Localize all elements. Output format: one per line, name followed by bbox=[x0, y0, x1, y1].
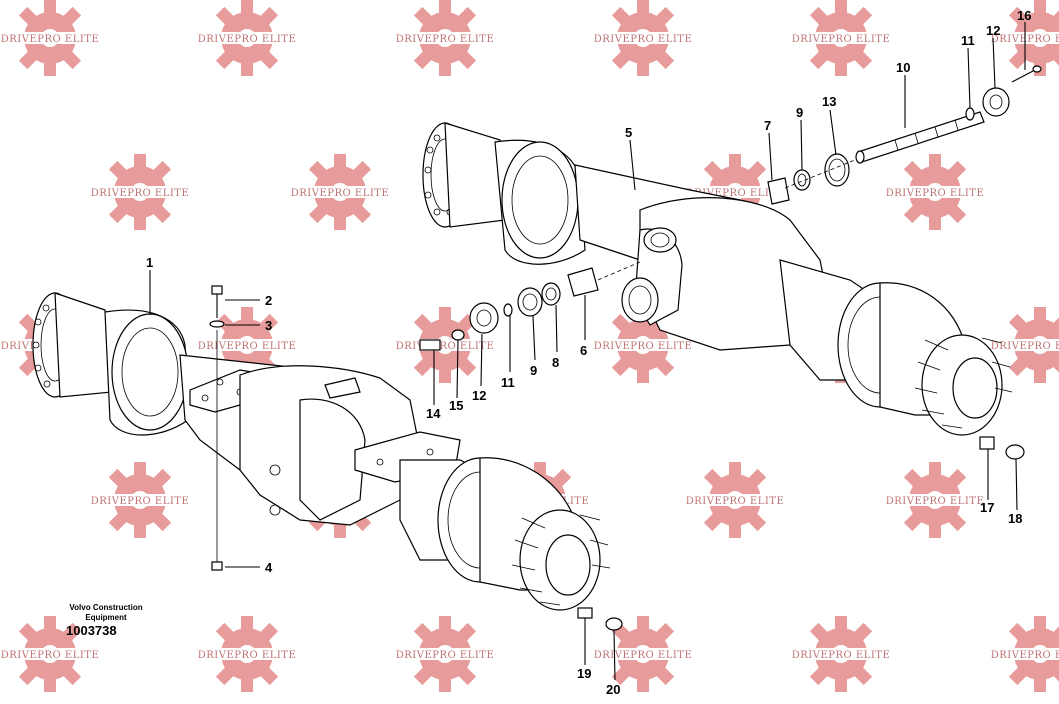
callout-8: 8 bbox=[552, 355, 559, 370]
watermark-gear-icon: DRIVEPRO ELITE bbox=[197, 307, 297, 383]
watermark-text: DRIVEPRO ELITE bbox=[396, 650, 495, 661]
callout-16: 16 bbox=[1017, 8, 1031, 23]
watermark-gear-icon: DRIVEPRO ELITE bbox=[791, 0, 891, 76]
watermark-gear-icon: DRIVEPRO ELITE bbox=[90, 154, 190, 230]
watermark-text: DRIVEPRO ELITE bbox=[1, 34, 100, 45]
watermark-gear-icon: DRIVEPRO ELITE bbox=[395, 307, 495, 383]
watermark-gear-icon: DRIVEPRO ELITE bbox=[685, 154, 785, 230]
watermark-gear-icon: DRIVEPRO ELITE bbox=[990, 616, 1059, 692]
callout-15: 15 bbox=[449, 398, 463, 413]
callout-12-lower: 12 bbox=[472, 388, 486, 403]
callout-19: 19 bbox=[577, 666, 591, 681]
callout-9-upper: 9 bbox=[796, 105, 803, 120]
callout-18: 18 bbox=[1008, 511, 1022, 526]
callout-11-lower: 11 bbox=[501, 375, 515, 390]
watermark-gear-icon: DRIVEPRO ELITE bbox=[593, 0, 693, 76]
watermark-text: DRIVEPRO ELITE bbox=[198, 341, 297, 352]
watermark-text: DRIVEPRO ELITE bbox=[1, 650, 100, 661]
watermark-gear-icon: DRIVEPRO ELITE bbox=[791, 616, 891, 692]
watermark-gear-icon: DRIVEPRO ELITE bbox=[395, 616, 495, 692]
watermark-text: DRIVEPRO ELITE bbox=[686, 496, 785, 507]
watermark-text: DRIVEPRO ELITE bbox=[886, 496, 985, 507]
callout-5: 5 bbox=[625, 125, 632, 140]
front-axle-assembly bbox=[32, 285, 623, 631]
watermark-gear-icon: DRIVEPRO ELITE bbox=[290, 154, 390, 230]
watermark-text: DRIVEPRO ELITE bbox=[91, 496, 190, 507]
watermark-text: DRIVEPRO ELITE bbox=[291, 188, 390, 199]
watermark-text: DRIVEPRO ELITE bbox=[991, 650, 1059, 661]
watermark-text: DRIVEPRO ELITE bbox=[886, 188, 985, 199]
watermark-gear-icon: DRIVEPRO ELITE bbox=[593, 307, 693, 383]
watermark-gear-icon: DRIVEPRO ELITE bbox=[0, 0, 100, 76]
watermark-text: DRIVEPRO ELITE bbox=[594, 341, 693, 352]
watermark-gear-icon: DRIVEPRO ELITE bbox=[197, 0, 297, 76]
callout-11-upper: 11 bbox=[961, 33, 975, 48]
watermark-gear-icon: DRIVEPRO ELITE bbox=[593, 616, 693, 692]
watermark-gear-icon: DRIVEPRO ELITE bbox=[0, 616, 100, 692]
watermark-gear-icon: DRIVEPRO ELITE bbox=[197, 616, 297, 692]
callout-4: 4 bbox=[265, 560, 273, 575]
watermark-text: DRIVEPRO ELITE bbox=[792, 650, 891, 661]
watermark-text: DRIVEPRO ELITE bbox=[396, 34, 495, 45]
watermark-gear-icon: DRIVEPRO ELITE bbox=[395, 0, 495, 76]
watermark-text: DRIVEPRO ELITE bbox=[198, 650, 297, 661]
watermark-text: DRIVEPRO ELITE bbox=[686, 188, 785, 199]
callout-9-lower: 9 bbox=[530, 363, 537, 378]
caption-figure-number: 1003738 bbox=[66, 623, 117, 638]
callout-12-upper: 12 bbox=[986, 23, 1000, 38]
caption-company: Volvo Construction bbox=[69, 603, 143, 612]
watermark-text: DRIVEPRO ELITE bbox=[792, 34, 891, 45]
callout-20: 20 bbox=[606, 682, 620, 697]
watermark-text: DRIVEPRO ELITE bbox=[594, 34, 693, 45]
callout-17: 17 bbox=[980, 500, 994, 515]
rear-axle-assembly bbox=[419, 65, 1042, 460]
leader-lines bbox=[149, 22, 1026, 681]
callout-7: 7 bbox=[764, 118, 771, 133]
callout-13: 13 bbox=[822, 94, 836, 109]
watermark-gear-icon: DRIVEPRO ELITE bbox=[90, 462, 190, 538]
watermark-gear-icon: DRIVEPRO ELITE bbox=[885, 462, 985, 538]
watermark-gear-icon: DRIVEPRO ELITE bbox=[885, 154, 985, 230]
callout-3: 3 bbox=[265, 318, 272, 333]
watermark-gear-icon: DRIVEPRO ELITE bbox=[685, 462, 785, 538]
watermark-text: DRIVEPRO ELITE bbox=[594, 650, 693, 661]
callout-2: 2 bbox=[265, 293, 272, 308]
callout-1: 1 bbox=[146, 255, 153, 270]
watermark-text: DRIVEPRO ELITE bbox=[198, 34, 297, 45]
callout-6: 6 bbox=[580, 343, 587, 358]
watermark-gear-icon: DRIVEPRO ELITE bbox=[990, 307, 1059, 383]
watermark-text: DRIVEPRO ELITE bbox=[396, 341, 495, 352]
callout-labels: 1 2 3 4 5 6 7 8 9 9 10 11 11 12 12 13 14… bbox=[146, 8, 1031, 697]
watermark-text: DRIVEPRO ELITE bbox=[91, 188, 190, 199]
watermark-text: DRIVEPRO ELITE bbox=[991, 341, 1059, 352]
callout-14: 14 bbox=[426, 406, 441, 421]
callout-10: 10 bbox=[896, 60, 910, 75]
caption-division: Equipment bbox=[85, 613, 127, 622]
figure-caption: Volvo Construction Equipment 1003738 bbox=[66, 603, 146, 638]
